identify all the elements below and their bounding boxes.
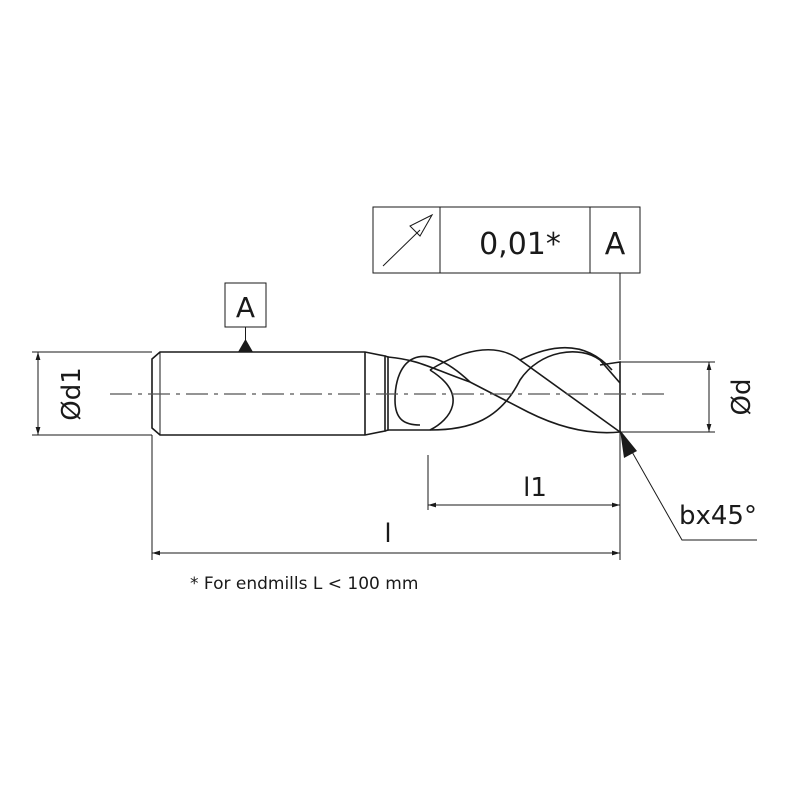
l-label: l bbox=[384, 519, 391, 549]
datum-a: A bbox=[224, 282, 267, 352]
frame-datum: A bbox=[605, 227, 626, 262]
d-dimension: Ød bbox=[620, 361, 757, 433]
l1-dimension: l1 bbox=[427, 455, 620, 510]
footnote: * For endmills L < 100 mm bbox=[190, 574, 418, 594]
chamfer-label: bx45° bbox=[679, 501, 757, 531]
datum-letter: A bbox=[236, 291, 255, 324]
d-label: Ød bbox=[727, 379, 757, 416]
d1-label: Ød1 bbox=[57, 367, 87, 421]
l-dimension: l bbox=[151, 432, 621, 560]
tolerance-value: 0,01* bbox=[479, 227, 561, 262]
l1-label: l1 bbox=[523, 473, 547, 503]
d1-dimension: Ød1 bbox=[32, 351, 152, 436]
runout-arrow-icon bbox=[382, 213, 434, 267]
chamfer-leader: bx45° bbox=[620, 430, 757, 541]
endmill-body bbox=[151, 346, 621, 436]
feature-control-frame: 0,01* A bbox=[372, 206, 641, 360]
